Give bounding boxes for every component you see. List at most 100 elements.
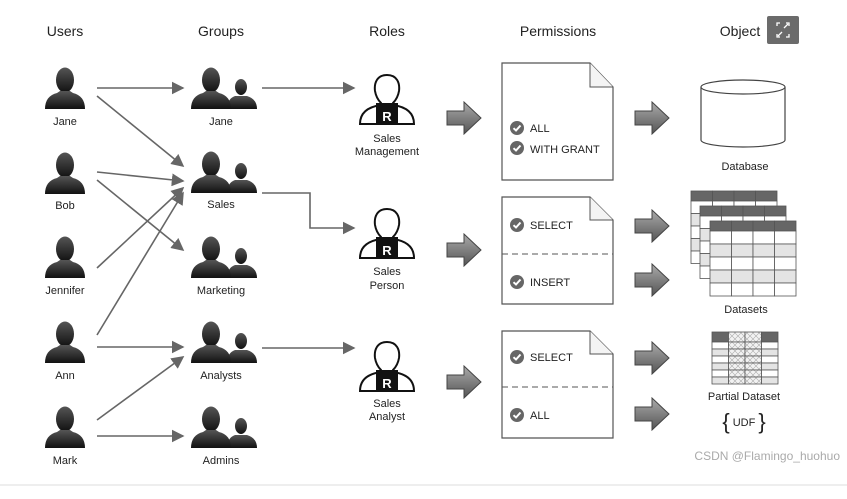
udf-icon: { } [722,409,765,434]
table-cell [761,369,779,378]
table-cell [731,243,754,258]
group-icon [191,321,257,363]
permission-item: WITH GRANT [530,144,600,156]
table-cell [728,376,746,385]
user-jennifer: Jennifer [45,236,85,297]
user-label: Bob [55,200,75,212]
table-cell [709,243,732,258]
datasets-label: Datasets [724,304,768,316]
connector [96,95,185,168]
role-label: Sales [373,133,401,145]
permission-doc-3: SELECT ALL [501,330,614,439]
table-cell [709,269,732,284]
group-label: Marketing [197,285,245,297]
partial-dataset-icon [711,331,779,385]
permission-item: ALL [530,410,550,422]
watermark: CSDN @Flamingo_huohuo [694,449,840,463]
datasets-icon [690,190,797,297]
group-marketing: Marketing [191,236,257,297]
udf-label: UDF [733,417,756,429]
user-icon [45,67,85,109]
check-icon [510,218,524,232]
group-admins: Admins [191,406,257,467]
table-cell [752,243,775,258]
header-roles: Roles [369,23,405,39]
connector [96,356,185,421]
group-icon [191,67,257,109]
svg-text:{: { [722,409,729,434]
user-bob: Bob [45,152,85,212]
table-cell [742,205,765,217]
table-cell [731,269,754,284]
table-cell [711,376,729,385]
user-ann: Ann [45,321,85,382]
table-cell [744,362,762,371]
user-label: Mark [53,455,78,467]
group-icon [191,406,257,448]
table-cell [774,282,797,297]
table-cell [774,256,797,271]
permission-doc-2: SELECT INSERT [501,196,614,305]
svg-text:}: } [758,409,765,434]
table-cell [744,341,762,350]
header-object: Object [720,23,761,39]
user-icon [45,321,85,363]
group-icon [191,151,257,193]
check-icon [510,408,524,422]
table-cell [711,331,729,343]
user-icon [45,406,85,448]
table-cell [709,220,732,232]
user-label: Ann [55,370,75,382]
group-icon [191,236,257,278]
group-label: Analysts [200,370,242,382]
table-cell [764,205,787,217]
check-icon [510,275,524,289]
group-label: Sales [207,199,235,211]
role-label: Person [370,280,405,292]
table-cell [752,269,775,284]
user-group-connectors [96,81,185,443]
header-groups: Groups [198,23,244,39]
table-cell [721,205,744,217]
connector [96,171,185,187]
table-cell [761,331,779,343]
header-users: Users [47,23,84,39]
check-icon [510,121,524,135]
table-cell [752,282,775,297]
table-cell [761,362,779,371]
connector [96,186,185,269]
user-jane: Jane [45,67,85,128]
role-sales-person: R Sales Person [359,208,415,292]
table-cell [761,355,779,364]
user-mark: Mark [45,406,85,467]
table-cell [731,256,754,271]
permission-item: INSERT [530,277,570,289]
table-cell [774,220,797,232]
table-cell [752,230,775,245]
database-icon [700,79,786,148]
table-cell [761,376,779,385]
table-cell [711,369,729,378]
table-cell [733,190,756,202]
table-cell [728,355,746,364]
role-label: Sales [373,266,401,278]
permission-item: SELECT [530,352,573,364]
arrow-right-icon [446,365,482,399]
role-label: Analyst [369,411,405,423]
role-sales-management: R Sales Management [355,74,419,158]
table-cell [761,341,779,350]
expand-icon [776,22,790,38]
table-cell [728,341,746,350]
table-cell [731,282,754,297]
permission-doc-1: ALL WITH GRANT [501,62,614,181]
table-cell [728,348,746,357]
table-cell [744,348,762,357]
table-cell [711,362,729,371]
table-cell [744,355,762,364]
table-cell [709,282,732,297]
check-icon [510,350,524,364]
group-jane: Jane [191,67,257,128]
table-cell [744,376,762,385]
expand-button[interactable] [767,16,799,44]
